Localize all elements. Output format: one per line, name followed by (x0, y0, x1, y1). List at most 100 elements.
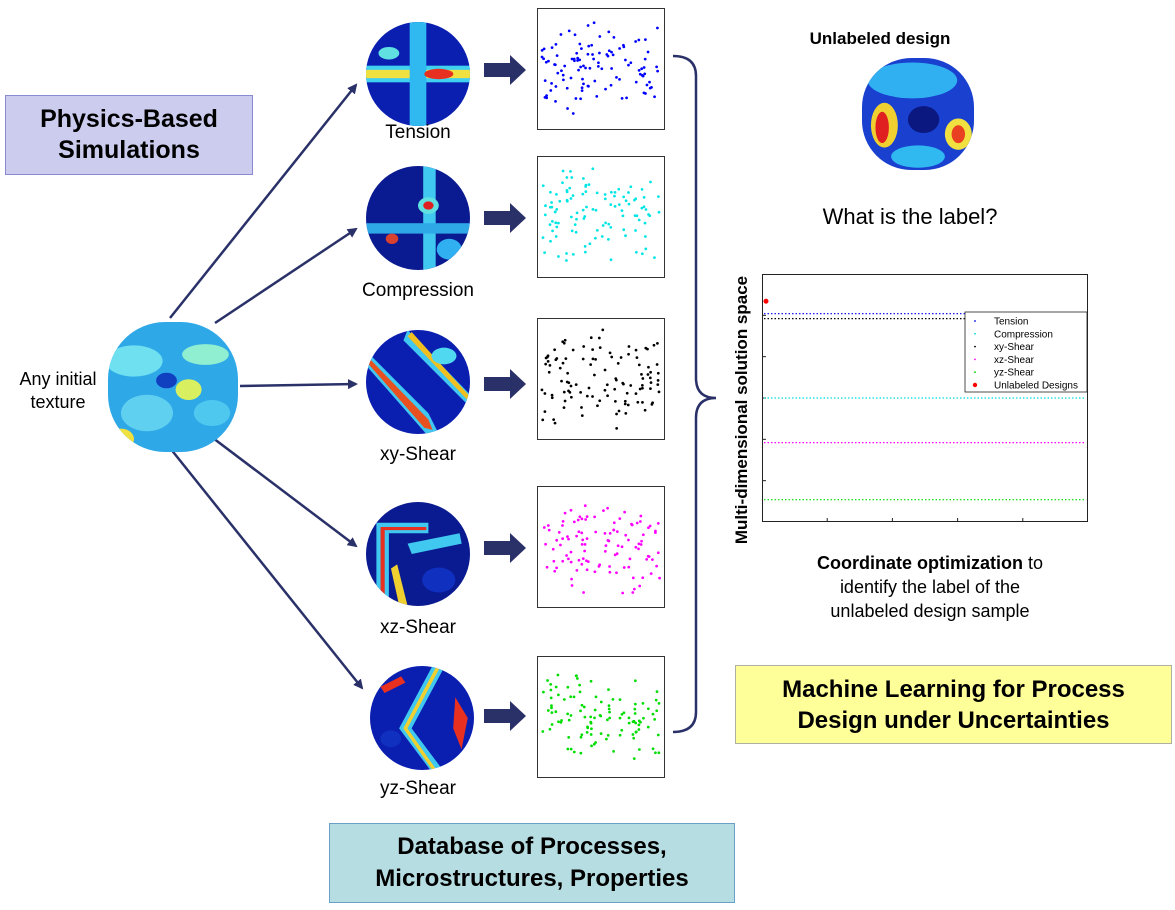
scatter-point (601, 224, 605, 227)
scatter-point (632, 757, 636, 760)
scatter-point (552, 559, 556, 563)
scatter-point (597, 61, 600, 65)
scatter-point (586, 726, 590, 730)
scatter-point (553, 210, 557, 214)
scatter-point (609, 190, 613, 194)
scatter-point (554, 85, 558, 88)
scatter-point (595, 229, 599, 232)
scatter-point (575, 674, 578, 678)
scatter-point (627, 191, 630, 194)
scatter-point (608, 531, 612, 535)
scatter-point (613, 399, 617, 403)
scatter-point (605, 383, 609, 387)
scatter-point (569, 169, 572, 173)
scatter-point (576, 59, 579, 62)
scatter-point (627, 202, 631, 206)
scatter-point (549, 688, 553, 692)
xy-shear-label: xy-Shear (379, 444, 457, 465)
scatter-point (641, 377, 645, 380)
scatter-point (585, 394, 589, 398)
scatter-point (656, 26, 659, 30)
scatter-point (635, 521, 639, 525)
physics-box-line1: Physics-Based (40, 105, 218, 133)
scatter-point (572, 57, 576, 61)
scatter-point (644, 247, 648, 251)
scatter-point (566, 107, 569, 110)
scatter-point (642, 205, 646, 209)
yz-shear-block-arrow (484, 701, 526, 731)
scatter-point (640, 206, 644, 210)
scatter-point (560, 719, 563, 722)
scatter-point (576, 56, 580, 60)
scatter-point (629, 185, 633, 189)
xz-shear-block-arrow (484, 533, 526, 563)
scatter-point (565, 190, 569, 194)
scatter-point (634, 545, 638, 549)
scatter-point (569, 384, 573, 388)
scatter-point (605, 737, 608, 741)
scatter-point (549, 239, 552, 243)
scatter-point (633, 679, 637, 683)
scatter-point (611, 53, 615, 57)
initial-texture-disc (108, 322, 238, 452)
scatter-point (567, 29, 571, 33)
scatter-point (560, 69, 563, 73)
scatter-point (610, 67, 614, 70)
scatter-point (583, 549, 587, 553)
scatter-point (637, 728, 641, 731)
coordinate-line2: identify the label of the (839, 577, 1021, 597)
scatter-point (609, 258, 613, 262)
label-question: What is the label? (822, 204, 998, 229)
block-arrows (484, 55, 526, 731)
scatter-point (573, 223, 577, 226)
scatter-point (579, 65, 583, 69)
scatter-point (655, 709, 659, 713)
scatter-point (593, 570, 597, 574)
scatter-point (556, 693, 560, 697)
scatter-point (582, 345, 586, 348)
scatter-point (570, 229, 574, 233)
scatter-point (618, 47, 621, 50)
scatter-point (607, 238, 610, 241)
scatter-point (546, 354, 550, 358)
scatter-point (553, 63, 556, 66)
scatter-point (561, 559, 565, 563)
scatter-point (544, 362, 548, 366)
scatter-point (607, 688, 610, 692)
scatter-point (626, 403, 630, 407)
scatter-point (561, 181, 564, 185)
scatter-point (592, 21, 596, 25)
scatter-point (622, 228, 626, 232)
scatter-point (565, 199, 569, 203)
scatter-point (551, 547, 555, 551)
scatter-point (570, 176, 574, 179)
scatter-point (657, 390, 661, 394)
scatter-point (569, 76, 573, 80)
scatter-point (546, 524, 550, 527)
scatter-point (583, 504, 587, 508)
scatter-point (585, 515, 589, 518)
scatter-point (637, 723, 641, 727)
scatter-point (646, 373, 650, 376)
scatter-point (580, 406, 583, 409)
scatter-point (638, 748, 641, 751)
scatter-point (607, 30, 611, 34)
scatter-point (568, 186, 572, 190)
scatter-point (596, 64, 600, 68)
scatter-point (642, 91, 646, 95)
scatter-point (567, 735, 571, 739)
xz-shear-field-disc (366, 502, 470, 606)
legend-marker (974, 345, 976, 348)
arrow-to-xz-shear (204, 431, 358, 548)
scatter-point (655, 65, 658, 69)
scatter-point (638, 387, 642, 391)
scatter-point (585, 537, 589, 541)
scatter-point (615, 427, 619, 430)
scatter-point (641, 533, 645, 537)
scatter-point (569, 215, 573, 219)
scatter-point (617, 409, 621, 413)
scatter-point (556, 71, 560, 75)
scatter-point (577, 558, 581, 562)
scatter-point (650, 403, 654, 406)
scatter-point (550, 396, 554, 400)
